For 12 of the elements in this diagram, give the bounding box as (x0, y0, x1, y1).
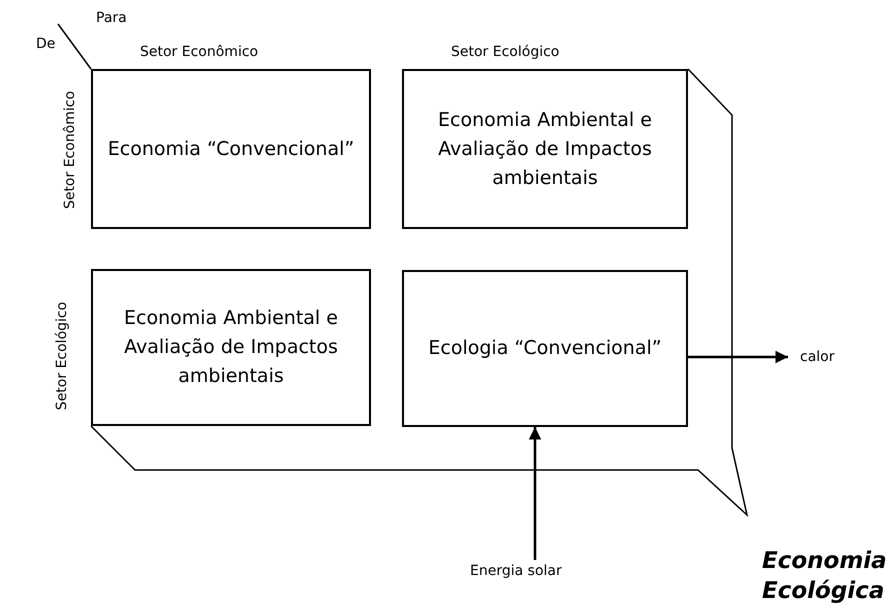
arrow (688, 350, 788, 364)
text-box: Economia Ambiental e Avaliação de Impactos ambientais (91, 269, 371, 426)
text-box: Ecologia “Convencional” (402, 270, 688, 427)
text-box: Economia “Convencional” (91, 69, 371, 229)
corner-label: De (36, 36, 56, 52)
arrow (528, 427, 542, 560)
axis-label: Setor Econômico (62, 90, 78, 210)
column-label: Setor Econômico (140, 44, 258, 60)
corner-label: Para (96, 10, 127, 26)
axis-label: Setor Ecológico (54, 302, 70, 410)
text-box: Economia Ambiental e Avaliação de Impactos ambientais (402, 69, 688, 229)
node-label: calor (800, 349, 834, 365)
